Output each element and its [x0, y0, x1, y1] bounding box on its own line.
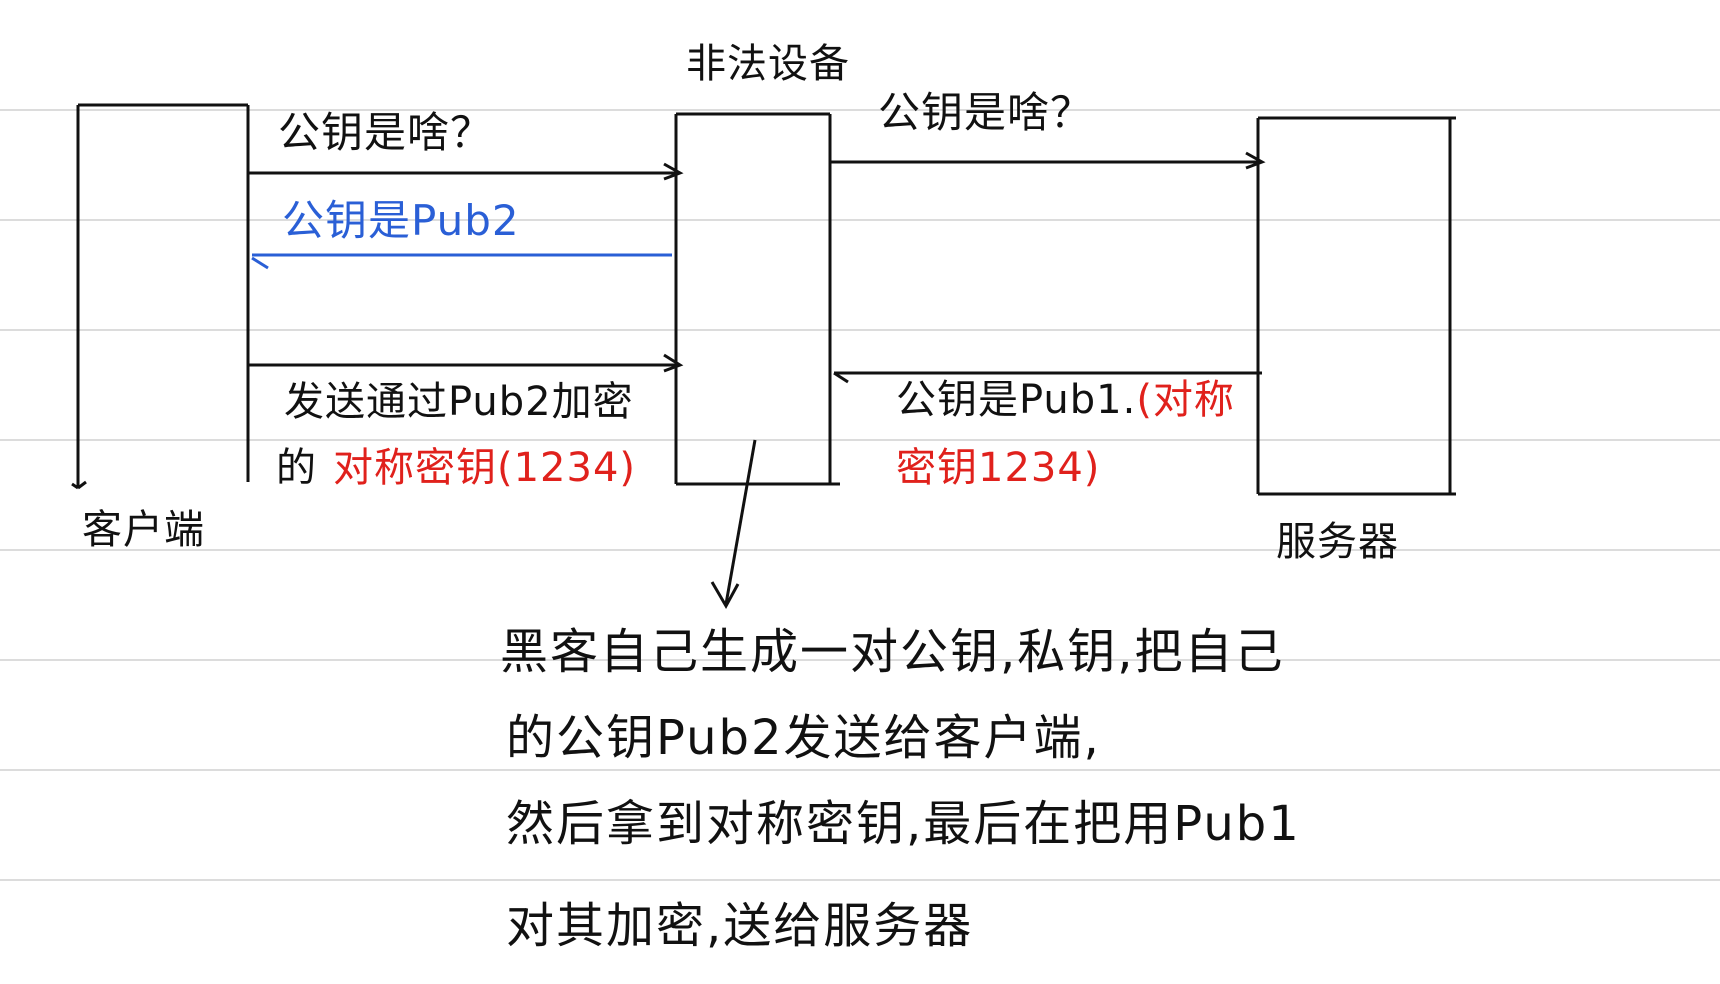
attacker-box: [674, 112, 840, 486]
server-reply-red1: (对称: [1136, 377, 1235, 423]
server-label: 服务器: [1276, 519, 1399, 565]
send-line1-label: 发送通过Pub2加密: [284, 379, 634, 425]
server-reply-line1: 公钥是Pub1.(对称: [896, 380, 1235, 420]
client-box: [71, 103, 250, 490]
server-reply-black: 公钥是Pub1.: [896, 377, 1137, 423]
note-line-4: 对其加密,送给服务器: [506, 898, 974, 954]
server-box: [1256, 116, 1456, 496]
reply-pub2-label: 公钥是Pub2: [282, 196, 520, 245]
arrow-send-encrypted: [248, 353, 684, 373]
note-line-1: 黑客自己生成一对公钥,私钥,把自己: [500, 624, 1285, 680]
arrow-to-note: [710, 439, 757, 610]
ask-right-label: 公钥是啥？: [878, 88, 1094, 137]
symmetric-key-label: 对称密钥(1234): [333, 445, 637, 491]
arrow-ask-to-server: [830, 151, 1266, 170]
send-line2-prefix: 的: [276, 445, 317, 491]
ruled-lines: [0, 109, 1720, 881]
arrow-ask-to-attacker: [248, 162, 684, 181]
server-reply-red2: 密钥1234): [896, 445, 1101, 491]
client-label: 客户端: [82, 507, 205, 553]
arrow-reply-pub1: [833, 371, 1262, 384]
send-line2: 的对称密钥(1234): [276, 448, 636, 488]
note-line-2: 的公钥Pub2发送给客户端,: [506, 710, 1101, 766]
attacker-label: 非法设备: [686, 41, 850, 87]
arrow-reply-pub2: [251, 253, 672, 270]
ask-left-label: 公钥是啥？: [278, 108, 494, 157]
note-line-3: 然后拿到对称密钥,最后在把用Pub1: [506, 796, 1301, 852]
